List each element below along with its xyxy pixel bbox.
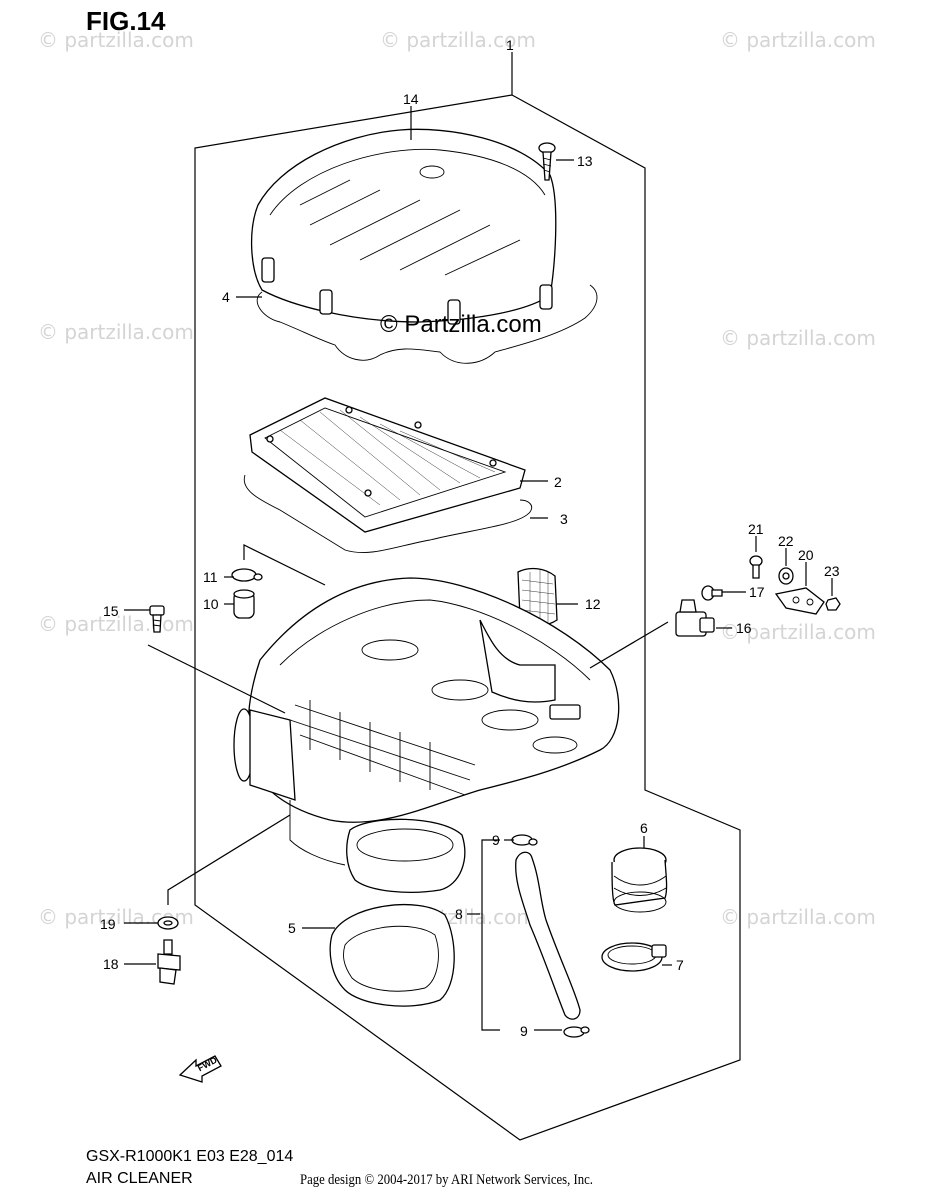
drain-plug-illustration: [157, 939, 181, 985]
clamp-illustration: [511, 834, 538, 846]
forward-arrow-icon: [178, 1055, 222, 1083]
callout-6[interactable]: 6: [640, 820, 648, 836]
intake-boot-illustration: [611, 847, 668, 913]
clamp-band-illustration: [601, 942, 667, 972]
air-cleaner-cover-illustration: [250, 128, 557, 325]
callout-23[interactable]: 23: [824, 563, 840, 579]
callout-16[interactable]: 16: [736, 620, 752, 636]
callout-21[interactable]: 21: [748, 521, 764, 537]
callout-5[interactable]: 5: [288, 920, 296, 936]
sensor-illustration: [675, 599, 715, 637]
callout-2[interactable]: 2: [554, 474, 562, 490]
washer-illustration: [778, 567, 794, 585]
callout-9[interactable]: 9: [492, 832, 500, 848]
nut-illustration: [825, 597, 841, 611]
callout-20[interactable]: 20: [798, 547, 814, 563]
drain-hose-illustration: [515, 851, 581, 1020]
callout-13[interactable]: 13: [577, 153, 593, 169]
air-cleaner-case-illustration: [233, 577, 620, 893]
callout-12[interactable]: 12: [585, 596, 601, 612]
filter-element-illustration: [249, 397, 526, 533]
callout-19[interactable]: 19: [100, 916, 116, 932]
watermark: © partzilla.com: [720, 28, 876, 52]
callout-4[interactable]: 4: [222, 289, 230, 305]
callout-3[interactable]: 3: [560, 511, 568, 527]
watermark: © partzilla.com: [38, 612, 194, 636]
callout-11[interactable]: 11: [203, 569, 218, 585]
watermark: © partzilla.com: [720, 326, 876, 350]
bolt-illustration: [749, 555, 763, 579]
assembly-name: AIR CLEANER: [86, 1170, 193, 1187]
assembly-boundary: [194, 94, 741, 1141]
intake-duct-illustration: [329, 903, 455, 1007]
model-code: GSX-R1000K1 E03 E28_014: [86, 1148, 294, 1165]
callout-18[interactable]: 18: [103, 956, 119, 972]
washer-illustration: [157, 916, 179, 930]
bracket-illustration: [774, 587, 825, 615]
bolt-illustration: [149, 605, 165, 633]
cover-seal-illustration: [256, 284, 598, 364]
callout-9[interactable]: 9: [520, 1023, 528, 1039]
clamp-illustration: [231, 568, 263, 582]
leader-line-9: [481, 839, 500, 1031]
watermark: © partzilla.com: [38, 28, 194, 52]
leader-line-10-11: [243, 544, 326, 586]
page-design-credit: Page design © 2004-2017 by ARI Network S…: [300, 1172, 593, 1188]
watermark: © partzilla.com: [720, 905, 876, 929]
callout-22[interactable]: 22: [778, 533, 794, 549]
figure-title: FIG.14: [86, 6, 166, 36]
watermark: © partzilla.com: [38, 320, 194, 344]
leader-line-18-19: [167, 814, 291, 905]
cap-illustration: [233, 589, 255, 619]
leader-line-16b: [589, 621, 669, 669]
callout-14[interactable]: 14: [403, 91, 419, 107]
center-watermark: © Partzilla.com: [380, 311, 542, 338]
watermark: © partzilla.com: [380, 28, 536, 52]
leader-line-15b: [147, 644, 286, 714]
watermark: © partzilla.com: [720, 620, 876, 644]
screw-illustration: [701, 585, 723, 601]
screw-illustration: [538, 142, 556, 181]
callout-8[interactable]: 8: [455, 906, 463, 922]
callout-17[interactable]: 17: [749, 584, 765, 600]
clamp-illustration: [563, 1026, 590, 1038]
callout-10[interactable]: 10: [203, 596, 219, 612]
callout-15[interactable]: 15: [103, 603, 119, 619]
filter-seal-illustration: [243, 474, 533, 553]
callout-1[interactable]: 1: [506, 37, 514, 53]
callout-7[interactable]: 7: [676, 957, 684, 973]
